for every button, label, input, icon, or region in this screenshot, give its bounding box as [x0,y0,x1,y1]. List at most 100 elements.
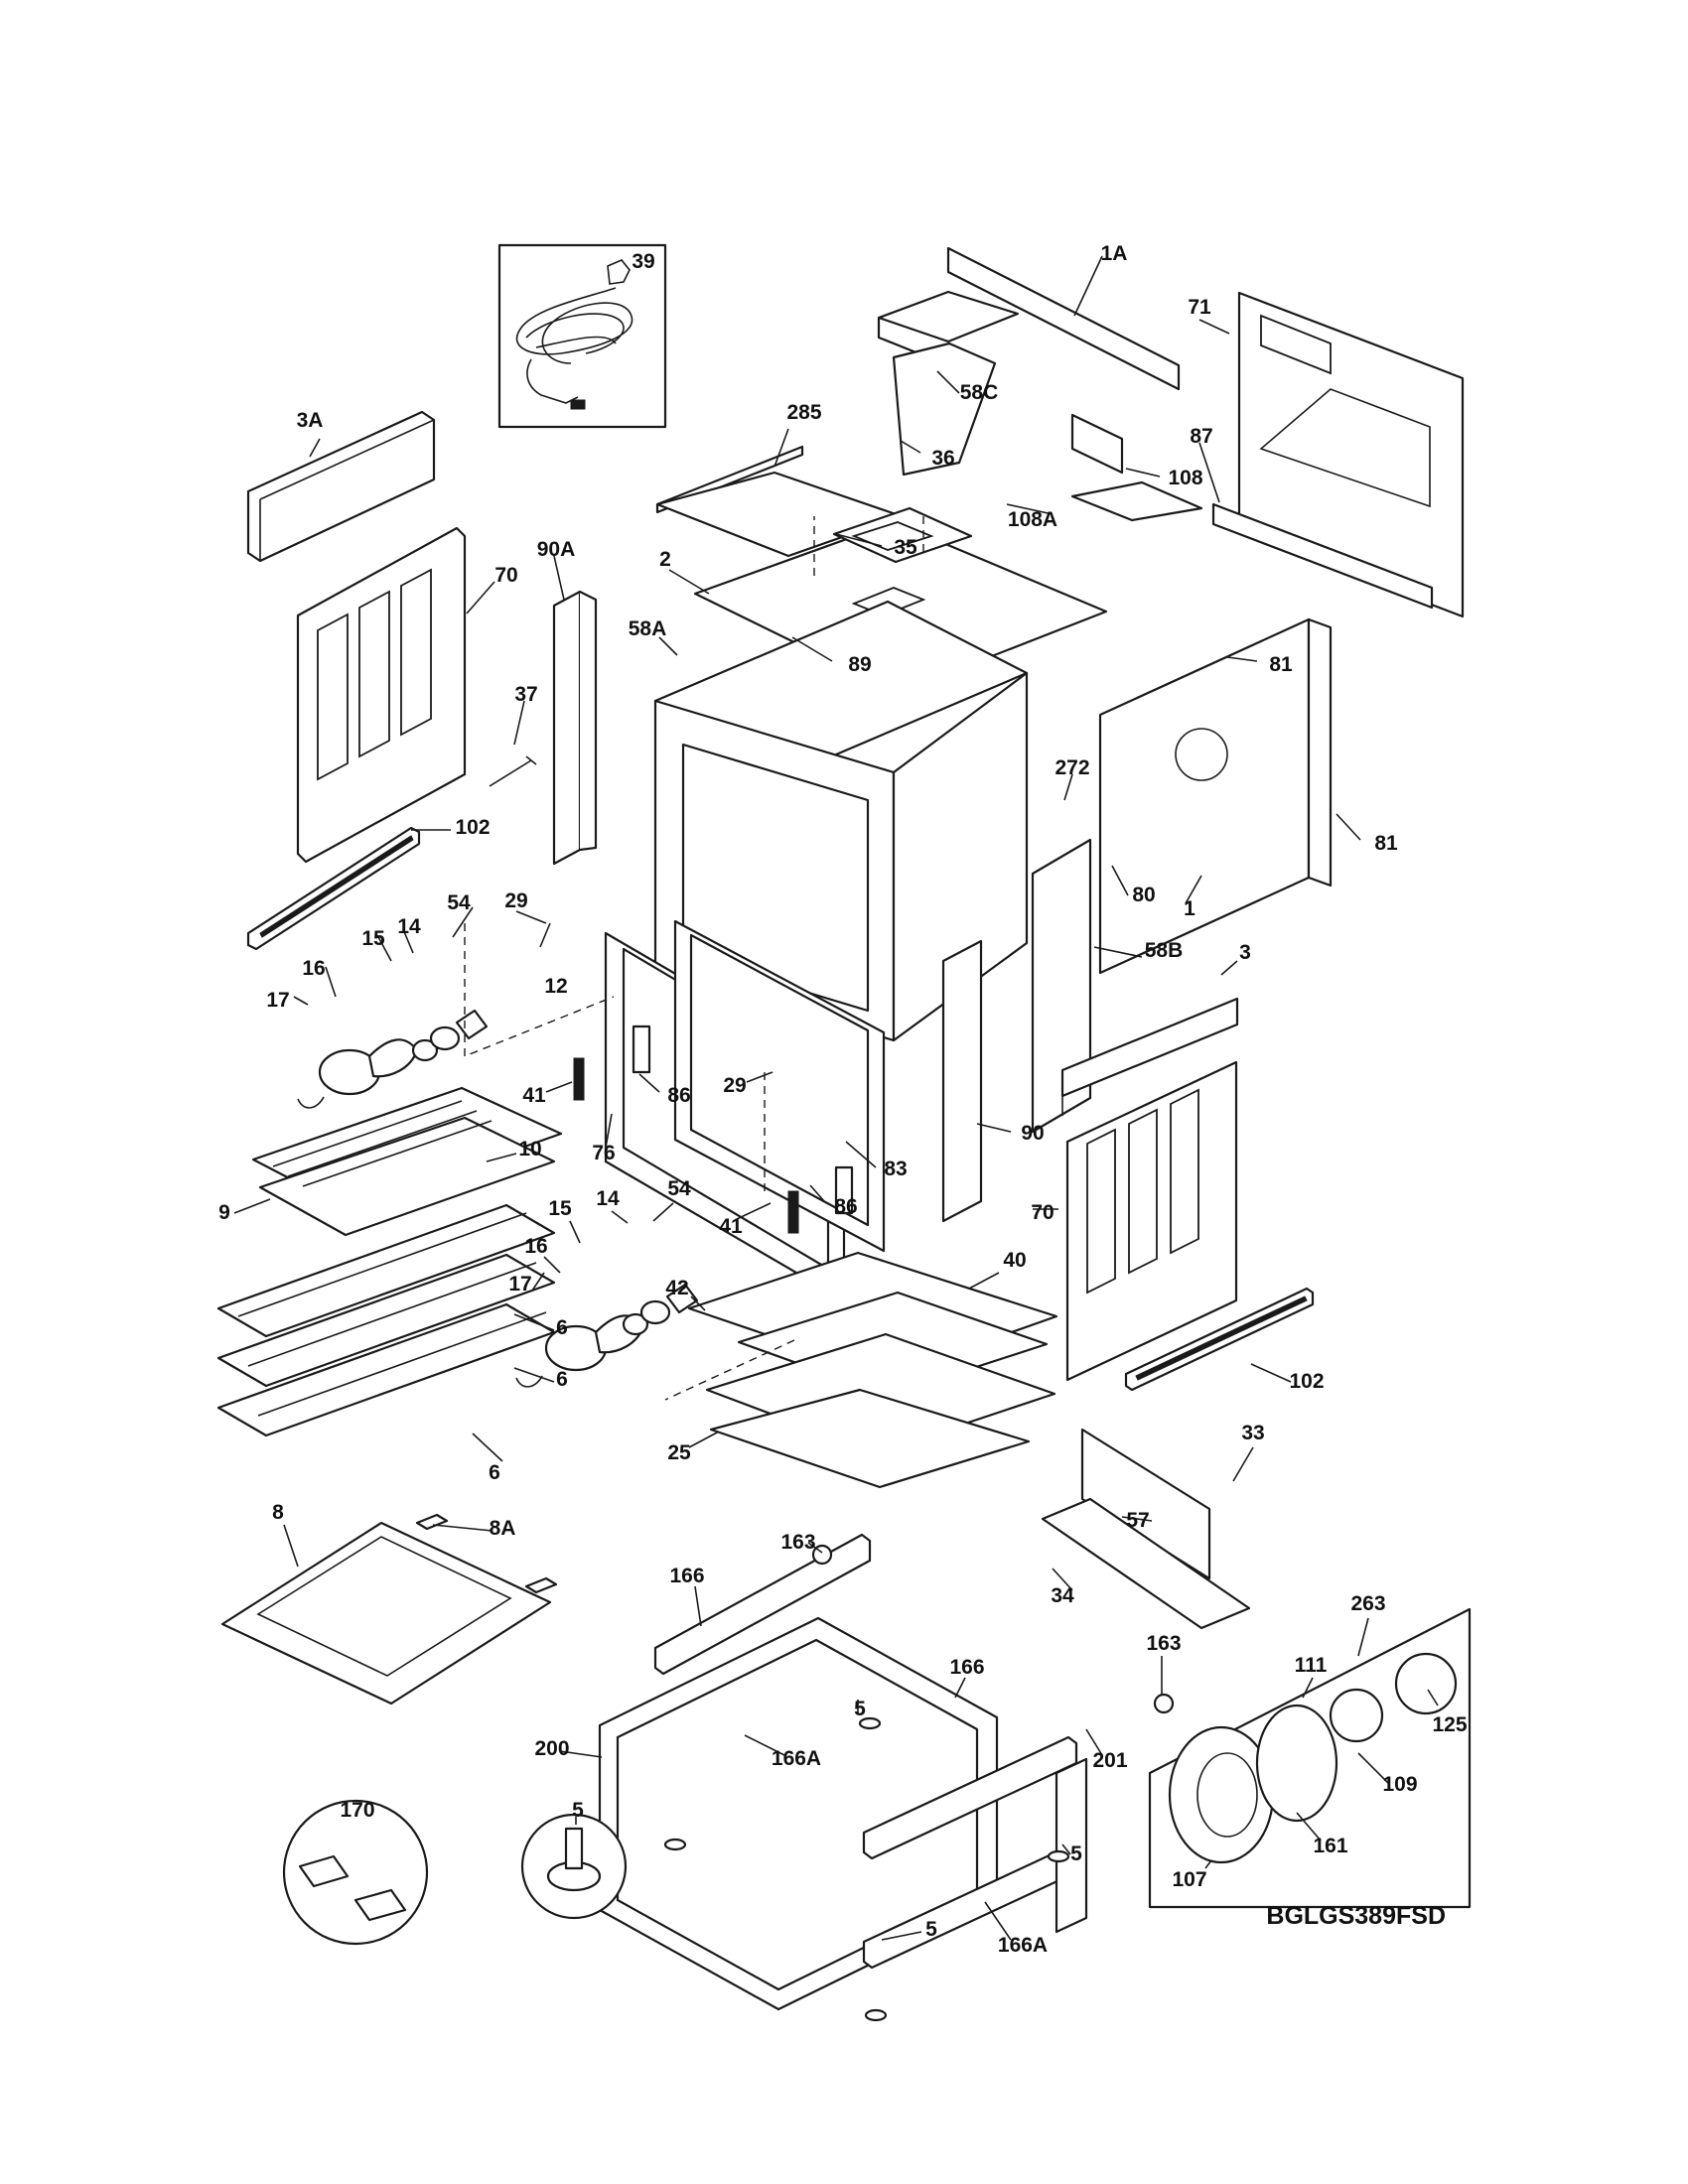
callout-2: 2 [659,548,671,571]
light-assembly-lower [515,1283,699,1388]
callout-8a: 8A [490,1517,516,1540]
callout-5: 5 [925,1918,937,1941]
callout-16: 16 [524,1235,547,1258]
callout-108a: 108A [1008,508,1057,531]
callout-57: 57 [1126,1509,1149,1532]
plate-25 [709,1388,1031,1489]
callout-15: 15 [548,1197,572,1220]
callout-39: 39 [632,250,654,273]
callout-54: 54 [447,891,471,914]
callout-58c: 58C [960,381,999,404]
callout-16: 16 [302,957,325,980]
bracket-41-upper [573,1057,585,1101]
callout-5: 5 [854,1698,866,1720]
callout-166a: 166A [998,1934,1048,1957]
callout-5: 5 [1070,1843,1082,1865]
callout-17: 17 [266,989,289,1012]
callout-35: 35 [894,536,917,559]
callout-81: 81 [1269,653,1293,676]
callout-41: 41 [719,1215,743,1238]
back-wall-1 [1098,617,1333,975]
strip-90 [941,939,983,1223]
callout-76: 76 [592,1142,615,1164]
callout-89: 89 [848,653,871,676]
callout-6: 6 [489,1461,500,1484]
callout-1: 1 [1184,897,1196,920]
gasket-83 [673,919,886,1253]
callout-81: 81 [1374,832,1398,855]
callout-40: 40 [1003,1249,1026,1272]
callout-10: 10 [518,1138,541,1160]
nut-163-right [1153,1693,1175,1714]
callout-17: 17 [508,1273,531,1296]
callout-70: 70 [494,564,517,587]
callout-29: 29 [504,889,527,912]
insulation-58b [1031,838,1092,1134]
duct-58c-36 [877,290,1020,477]
fan-inset [1148,1607,1472,1909]
panel-57-34 [1041,1497,1251,1630]
callout-25: 25 [667,1441,691,1464]
callout-6: 6 [556,1368,568,1391]
broiler-pan-10-9 [251,1086,563,1237]
model-code: BGLGS389FSD [1266,1902,1446,1930]
strip-90a [552,590,598,866]
side-panel-70-right [1065,1060,1238,1382]
callout-29: 29 [723,1074,746,1097]
callout-107: 107 [1172,1868,1206,1891]
callout-8: 8 [272,1501,284,1524]
hinge-86-upper [632,1024,651,1074]
bracket-33 [1080,1428,1211,1580]
callout-36: 36 [931,447,954,470]
callout-33: 33 [1241,1422,1264,1444]
callout-87: 87 [1190,425,1212,448]
callout-71: 71 [1188,296,1211,319]
callout-102: 102 [1289,1370,1324,1393]
callout-163: 163 [780,1531,815,1554]
rail-3 [1060,997,1239,1116]
callout-90a: 90A [537,538,576,561]
callout-34: 34 [1051,1584,1074,1607]
callout-166: 166 [949,1656,984,1679]
trim-strip-102-left [246,826,421,951]
bracket-41-lower [787,1190,799,1234]
callout-58b: 58B [1145,939,1184,962]
inset-170-pads [282,1799,429,1946]
callout-161: 161 [1313,1835,1347,1857]
drawer-frame [598,1533,1088,2011]
callout-80: 80 [1132,884,1155,906]
callout-14: 14 [596,1187,620,1210]
callout-102: 102 [455,816,490,839]
callout-263: 263 [1350,1592,1385,1615]
clip-8a [415,1513,558,1594]
callout-3a: 3A [297,409,324,432]
callout-9: 9 [218,1201,230,1224]
side-panel-70-left [296,526,467,864]
callout-111: 111 [1295,1654,1328,1677]
leveling-legs-5 [663,1716,1070,2022]
callout-86: 86 [667,1084,690,1107]
callout-1a: 1A [1101,242,1128,265]
callout-163: 163 [1146,1632,1181,1655]
callout-41: 41 [522,1084,546,1107]
component-108 [1070,413,1203,522]
callout-14: 14 [397,915,421,938]
callout-108: 108 [1168,467,1202,489]
callout-15: 15 [361,927,385,950]
callout-6: 6 [556,1316,568,1339]
callout-285: 285 [786,401,821,424]
oven-racks-6 [216,1203,556,1437]
callout-58a: 58A [629,617,667,640]
light-assembly-upper [297,1009,489,1109]
callout-166a: 166A [772,1747,821,1770]
trim-strip-102-right [1124,1287,1315,1392]
inset-5-leg [520,1813,628,1920]
leader-lines [233,255,1439,1941]
callout-272: 272 [1055,756,1089,779]
callout-125: 125 [1432,1713,1467,1736]
back-panel-71 [1211,291,1465,618]
drawer-tray-8 [220,1521,552,1706]
callout-12: 12 [544,975,567,998]
